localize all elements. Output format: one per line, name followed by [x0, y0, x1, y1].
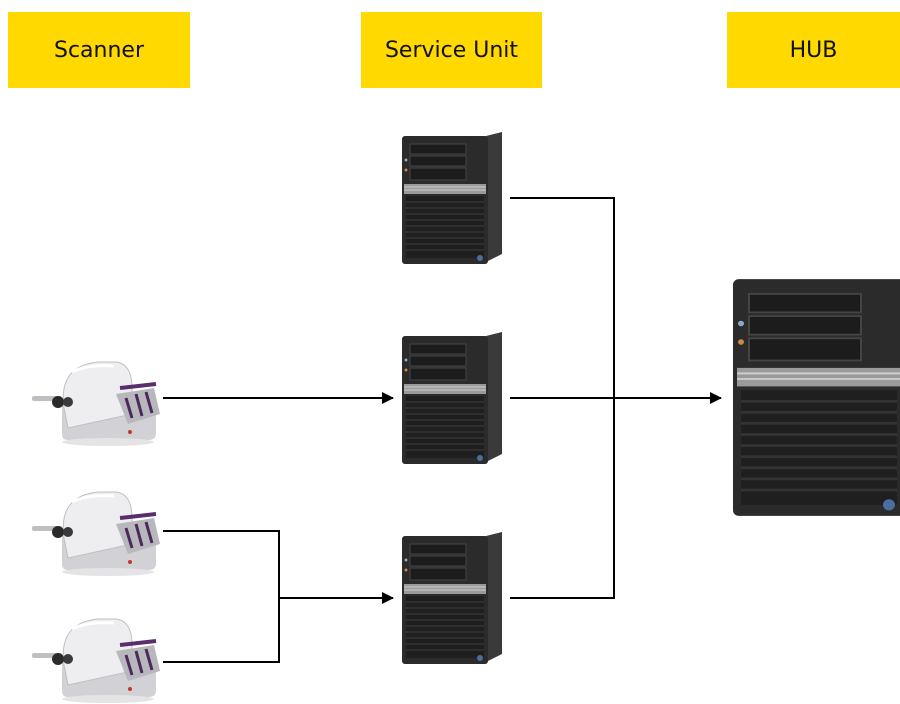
- scanner-2-icon: [30, 490, 162, 578]
- service-unit-label-text: Service Unit: [384, 37, 519, 63]
- connector-scanners23-merge: [163, 530, 280, 663]
- scanner-3-icon: [30, 617, 162, 704]
- scanner-column-label: Scanner: [8, 12, 190, 88]
- service-unit-column-label: Service Unit: [361, 12, 542, 88]
- service-unit-2-icon: [401, 331, 503, 465]
- scanner-label-text: Scanner: [53, 37, 144, 63]
- hub-column-label: HUB: [727, 12, 900, 88]
- hub-icon: [731, 270, 900, 518]
- hub-label-text: HUB: [789, 37, 838, 63]
- service-unit-1-icon: [401, 131, 503, 265]
- connection-lines: [163, 197, 722, 663]
- service-unit-3-icon: [401, 531, 503, 665]
- scanner-1-icon: [30, 360, 162, 448]
